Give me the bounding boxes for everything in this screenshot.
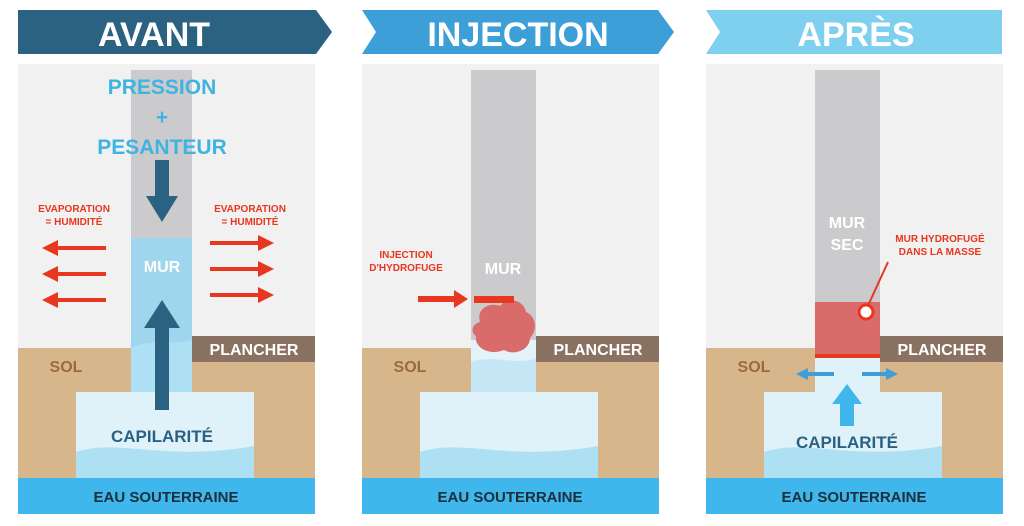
callout-leader-line bbox=[865, 261, 889, 311]
injection-arrow-icon bbox=[418, 290, 468, 308]
evaporation-left-line1: EVAPORATION bbox=[38, 204, 110, 215]
evaporation-right-line2: = HUMIDITÉ bbox=[222, 215, 279, 228]
floor-label: PLANCHER bbox=[554, 342, 643, 359]
floor-slab bbox=[192, 336, 315, 362]
callout-label-line2: DANS LA MASSE bbox=[899, 247, 982, 258]
callout-marker-icon bbox=[857, 303, 875, 321]
soil-area bbox=[18, 348, 315, 478]
hydrophobic-barrier-line bbox=[815, 354, 880, 358]
wall-water-rise bbox=[471, 358, 536, 392]
injection-label-line2: D'HYDROFUGE bbox=[369, 263, 443, 274]
wall-column bbox=[471, 70, 536, 340]
pressure-label-line1: PRESSION bbox=[108, 76, 217, 99]
panel-title: AVANT bbox=[98, 16, 210, 54]
deflect-left-arrow-icon bbox=[796, 368, 834, 380]
right-arrow-icon bbox=[210, 235, 274, 251]
groundwater-label: EAU SOUTERRAINE bbox=[93, 489, 238, 506]
wall-label: MUR bbox=[485, 261, 522, 278]
banner-injection bbox=[362, 10, 674, 54]
floor-slab bbox=[880, 336, 1003, 362]
groundwater-band bbox=[18, 478, 315, 514]
injection-bar bbox=[474, 296, 514, 303]
wall-label: MUR bbox=[144, 259, 181, 276]
panel-title: INJECTION bbox=[427, 16, 608, 54]
soil-label: SOL bbox=[50, 359, 83, 376]
soil-area bbox=[362, 348, 659, 478]
panel-avant: AVANT PLANCHER SOL EAU SOUTERRAINE PRESS… bbox=[14, 0, 334, 526]
pressure-label-line2: PESANTEUR bbox=[97, 136, 227, 159]
groundwater-band bbox=[362, 478, 659, 514]
evaporation-right-arrows bbox=[210, 235, 274, 303]
soil-label: SOL bbox=[738, 359, 771, 376]
deflect-right-arrow-icon bbox=[862, 368, 898, 380]
left-arrow-icon bbox=[42, 266, 106, 282]
injection-label-line1: INJECTION bbox=[379, 250, 432, 261]
basin-wave bbox=[76, 446, 254, 478]
soil-area bbox=[706, 348, 1003, 478]
panel-apres-illustration: APRÈS PLANCHER SOL MUR SEC MUR HYDROFUGÉ… bbox=[706, 10, 1003, 514]
capillarity-label: CAPILARITÉ bbox=[111, 427, 213, 446]
evaporation-left-line2: = HUMIDITÉ bbox=[46, 215, 103, 228]
wall-label-line2: SEC bbox=[831, 237, 864, 254]
wall-label-line1: MUR bbox=[829, 215, 866, 232]
evaporation-right-line1: EVAPORATION bbox=[214, 204, 286, 215]
banner-avant bbox=[18, 10, 332, 54]
panel-injection-illustration: INJECTION PLANCHER SOL MUR INJECTION D'H… bbox=[362, 10, 674, 514]
panel-injection: INJECTION PLANCHER SOL MUR INJECTION D'H… bbox=[358, 0, 678, 526]
floor-label: PLANCHER bbox=[898, 342, 987, 359]
groundwater-band bbox=[706, 478, 1003, 514]
floor-label: PLANCHER bbox=[210, 342, 299, 359]
left-arrow-icon bbox=[42, 240, 106, 256]
gravity-down-arrow-icon bbox=[146, 160, 178, 222]
capillary-up-arrow-icon bbox=[832, 384, 862, 426]
right-arrow-icon bbox=[210, 287, 274, 303]
groundwater-label: EAU SOUTERRAINE bbox=[781, 489, 926, 506]
evaporation-left-arrows bbox=[42, 240, 106, 308]
wall-dry-column bbox=[815, 70, 880, 302]
soil-label: SOL bbox=[394, 359, 427, 376]
panel-avant-illustration: AVANT PLANCHER SOL EAU SOUTERRAINE PRESS… bbox=[18, 10, 332, 514]
panel-apres: APRÈS PLANCHER SOL MUR SEC MUR HYDROFUGÉ… bbox=[702, 0, 1022, 526]
pressure-plus: + bbox=[156, 106, 168, 129]
injected-resin-blob bbox=[472, 300, 535, 353]
groundwater-label: EAU SOUTERRAINE bbox=[437, 489, 582, 506]
capillary-up-arrow-icon bbox=[144, 300, 180, 410]
basin-wave bbox=[764, 446, 942, 478]
basin-wave bbox=[420, 446, 598, 478]
callout-label-line1: MUR HYDROFUGÉ bbox=[895, 232, 985, 245]
panel-title: APRÈS bbox=[797, 16, 914, 54]
right-arrow-icon bbox=[210, 261, 274, 277]
floor-slab bbox=[536, 336, 659, 362]
capillarity-label: CAPILARITÉ bbox=[796, 433, 898, 452]
banner-apres bbox=[706, 10, 1002, 54]
left-arrow-icon bbox=[42, 292, 106, 308]
